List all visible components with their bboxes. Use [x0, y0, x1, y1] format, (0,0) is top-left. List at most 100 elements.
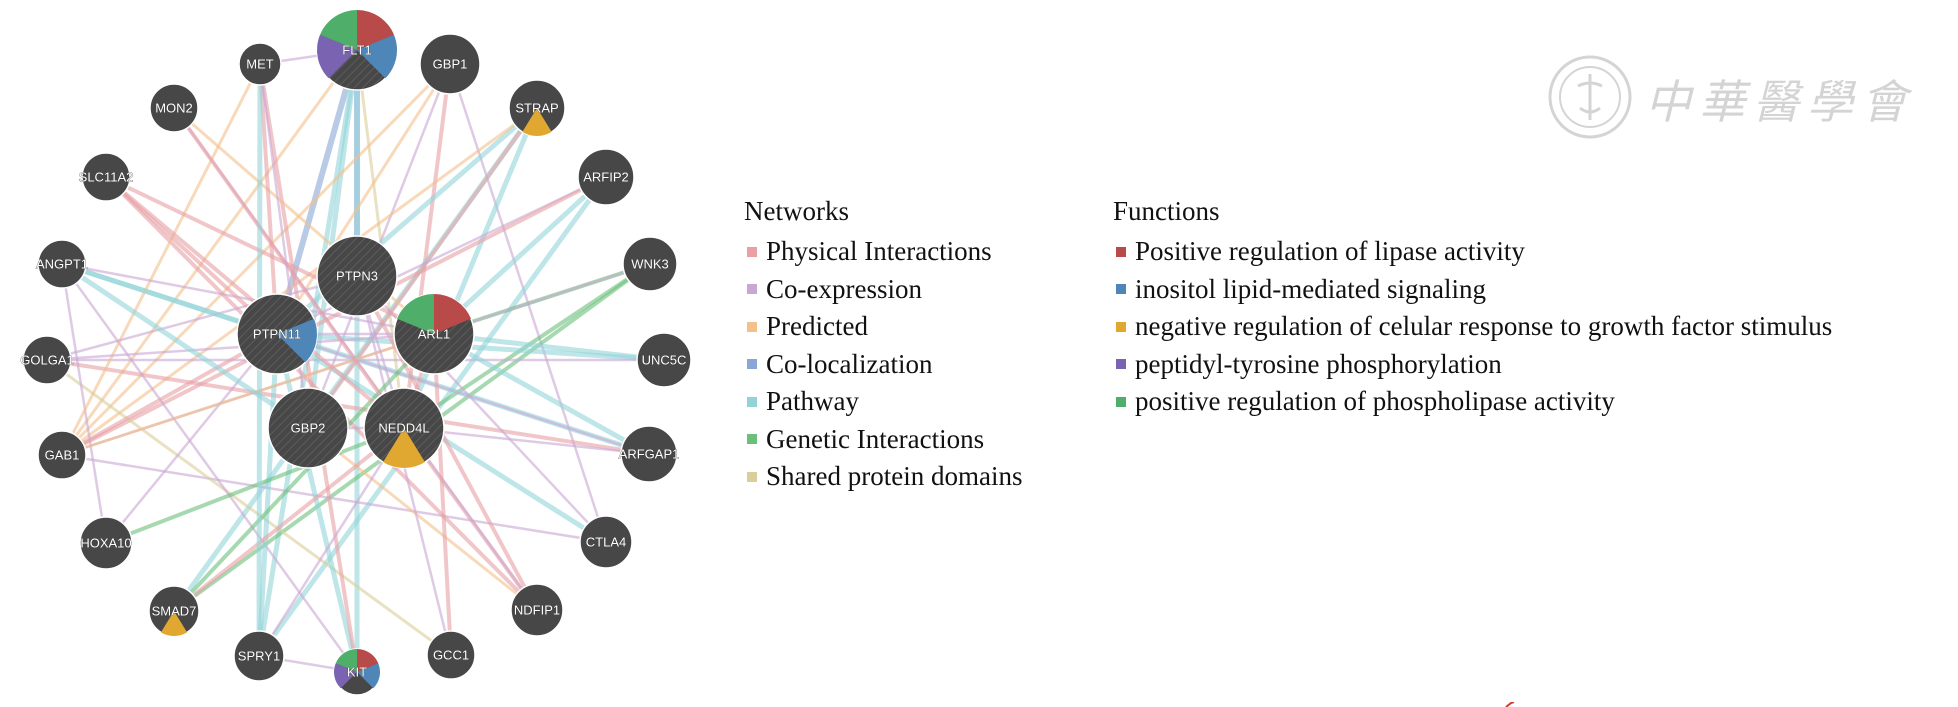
- inositol-signaling-label: inositol lipid-mediated signaling: [1135, 273, 1486, 304]
- function-segment-inositol: [357, 663, 380, 689]
- gene-node-kit[interactable]: KIT: [333, 648, 381, 696]
- gene-node-gab1[interactable]: GAB1: [37, 430, 87, 480]
- function-segment-lipase: [434, 294, 471, 334]
- edge-ndfip1-ptpn3: [355, 275, 539, 611]
- function-segment-phospholipase: [335, 649, 357, 672]
- gene-node-nedd4l[interactable]: NEDD4L: [363, 387, 445, 469]
- genetic-interactions-label: Genetic Interactions: [766, 423, 985, 454]
- legend-item-genetic-interactions: Genetic Interactions: [744, 421, 1022, 459]
- node-label-slc11a2: SLC11A2: [79, 170, 134, 185]
- edge-gbp1-gab1: [60, 62, 452, 457]
- gene-node-gcc1[interactable]: GCC1: [426, 630, 476, 680]
- function-segment-tyrosine: [334, 663, 357, 689]
- gene-node-met[interactable]: MET: [238, 42, 282, 86]
- function-segment-negreg: [522, 108, 552, 137]
- publisher-watermark: 中華醫學會: [1545, 52, 1907, 142]
- gene-node-smad7[interactable]: SMAD7: [148, 585, 200, 637]
- node-label-nedd4l: NEDD4L: [378, 421, 429, 436]
- function-segment-tyrosine: [317, 34, 357, 79]
- node-circle: [510, 583, 564, 637]
- gene-node-ctla4[interactable]: CTLA4: [579, 515, 633, 569]
- edge-hoxa10-angpt1: [60, 263, 108, 544]
- node-circle: [622, 236, 678, 292]
- edge-smad7-nedd4l: [172, 426, 406, 613]
- negative-regulation-swatch: [1116, 321, 1126, 332]
- legend-item-physical-interactions: Physical Interactions: [744, 233, 1022, 271]
- gene-node-arl1[interactable]: ARL1: [393, 293, 475, 375]
- gene-node-angpt1[interactable]: ANGPT1: [36, 239, 88, 289]
- predicted-swatch: [747, 321, 757, 332]
- edge-arfgap1-arl1: [432, 331, 651, 457]
- red-mark-fragment: [1505, 702, 1515, 707]
- gene-node-gbp1[interactable]: GBP1: [419, 33, 481, 95]
- edge-angpt1-gbp2: [60, 261, 310, 431]
- node-label-ptpn3: PTPN3: [336, 269, 378, 284]
- edge-kit-ptpn11: [274, 333, 360, 673]
- gene-node-gbp2[interactable]: GBP2: [267, 387, 349, 469]
- function-segment-phospholipase: [397, 294, 434, 334]
- gene-node-ptpn3[interactable]: PTPN3: [316, 235, 398, 317]
- gene-node-slc11a2[interactable]: SLC11A2: [78, 152, 134, 202]
- node-label-spry1: SPRY1: [238, 649, 280, 664]
- gene-node-flt1[interactable]: FLT1: [316, 9, 398, 91]
- inositol-signaling-swatch: [1116, 284, 1126, 295]
- node-label-ptpn11: PTPN11: [253, 327, 301, 342]
- gene-node-golga1[interactable]: GOLGA1: [20, 335, 74, 385]
- node-label-unc5c: UNC5C: [642, 353, 687, 368]
- gene-node-unc5c[interactable]: UNC5C: [636, 332, 692, 388]
- gene-node-ptpn11[interactable]: PTPN11: [236, 293, 318, 375]
- functions-legend-title: Functions: [1113, 196, 1220, 226]
- node-label-hoxa10: HOXA10: [80, 536, 131, 551]
- function-segment-phospholipase: [320, 10, 357, 50]
- phospholipase-activity-swatch: [1116, 396, 1126, 407]
- edge-gab1-ptpn11: [61, 332, 278, 457]
- legend-item-negative-regulation: negative regulation of celular response …: [1113, 308, 1832, 346]
- co-localization-swatch: [747, 359, 757, 370]
- node-circle: [22, 335, 72, 385]
- edge-arfgap1-golga1: [46, 358, 650, 456]
- edge-gcc1-arl1: [432, 333, 453, 656]
- gene-node-wnk3[interactable]: WNK3: [622, 236, 678, 292]
- lipase-activity-label: Positive regulation of lipase activity: [1135, 236, 1525, 267]
- gene-node-mon2[interactable]: MON2: [149, 83, 199, 133]
- node-label-gbp2: GBP2: [291, 421, 326, 436]
- edge-arfgap1-nedd4l: [403, 426, 650, 456]
- edge-gab1-arl1: [61, 332, 435, 457]
- legend-item-inositol-signaling: inositol lipid-mediated signaling: [1113, 271, 1832, 309]
- edge-mon2-arl1: [173, 106, 435, 336]
- co-expression-swatch: [747, 284, 757, 295]
- gene-node-arfip2[interactable]: ARFIP2: [577, 148, 635, 206]
- edge-met-ptpn11: [258, 63, 279, 335]
- function-segment-lipase: [357, 10, 394, 50]
- pathway-label: Pathway: [766, 386, 859, 417]
- function-segment-inositol: [357, 34, 397, 79]
- gene-node-strap[interactable]: STRAP: [508, 79, 566, 137]
- node-label-met: MET: [246, 57, 274, 72]
- pathway-swatch: [747, 396, 757, 407]
- co-localization-label: Co-localization: [766, 348, 933, 379]
- edge-hoxa10-ptpn11: [105, 333, 278, 544]
- edge-mon2-nedd4l: [172, 106, 406, 430]
- node-circle: [636, 332, 692, 388]
- node-circle: [233, 630, 285, 682]
- negative-regulation-label: negative regulation of celular response …: [1135, 311, 1833, 342]
- node-circle: [577, 148, 635, 206]
- phospholipase-activity-label: positive regulation of phospholipase act…: [1135, 386, 1615, 417]
- gene-node-ndfip1[interactable]: NDFIP1: [510, 583, 564, 637]
- node-label-ctla4: CTLA4: [586, 535, 626, 550]
- node-label-gbp1: GBP1: [433, 57, 468, 72]
- gene-node-hoxa10[interactable]: HOXA10: [79, 516, 133, 570]
- edge-kit-angpt1: [60, 263, 359, 673]
- gene-node-arfgap1[interactable]: ARFGAP1: [618, 425, 680, 483]
- gene-node-spry1[interactable]: SPRY1: [233, 630, 285, 682]
- node-circle: [79, 516, 133, 570]
- node-circle: [426, 630, 476, 680]
- node-label-ndfip1: NDFIP1: [514, 603, 560, 618]
- edge-spry1-ptpn11: [256, 333, 280, 657]
- legend-item-pathway: Pathway: [744, 383, 1022, 421]
- networks-legend: Networks Physical Interactions Co-expres…: [744, 196, 1022, 496]
- node-circle: [238, 42, 282, 86]
- function-segment-inositol: [277, 318, 317, 363]
- function-segment-lipase: [357, 649, 379, 672]
